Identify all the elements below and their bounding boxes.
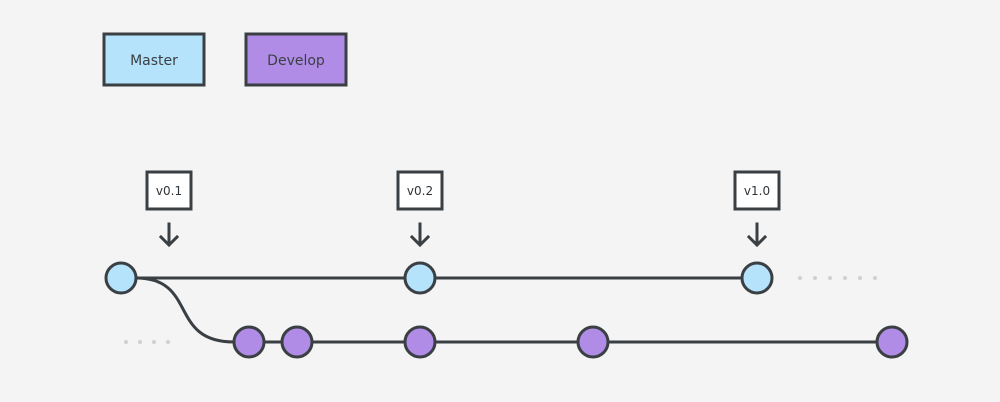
master-commit-node xyxy=(740,261,774,295)
tag-v0-1: v0.1 xyxy=(145,170,193,248)
dot-left-1 xyxy=(124,340,128,344)
arrow-down-icon xyxy=(409,222,431,248)
develop-branch-curve xyxy=(135,276,235,344)
dot-right-6 xyxy=(873,276,877,280)
arrow-down-icon xyxy=(746,222,768,248)
master-commits xyxy=(104,261,774,295)
legend-master-label: Master xyxy=(130,53,178,69)
arrow-down-icon xyxy=(158,222,180,248)
tag-v0-2-box xyxy=(396,170,444,211)
legend-master-box xyxy=(102,32,206,87)
develop-commits xyxy=(232,325,909,359)
tag-v1-0-label: v1.0 xyxy=(744,184,770,198)
legend-develop-box xyxy=(244,32,348,87)
continuation-dots xyxy=(124,276,877,344)
master-commit-node xyxy=(104,261,138,295)
dot-right-4 xyxy=(843,276,847,280)
version-tags: v0.1 v0.2 v1.0 xyxy=(145,170,781,248)
tag-v0-1-box xyxy=(145,170,193,211)
tag-v1-0-box xyxy=(733,170,781,211)
develop-commit-node xyxy=(232,325,266,359)
dot-left-4 xyxy=(166,340,170,344)
develop-commit-node xyxy=(280,325,314,359)
legend: Master Develop xyxy=(102,32,348,87)
tag-v0-2: v0.2 xyxy=(396,170,444,248)
dot-left-3 xyxy=(152,340,156,344)
dot-right-3 xyxy=(828,276,832,280)
tag-v1-0: v1.0 xyxy=(733,170,781,248)
tag-v0-1-label: v0.1 xyxy=(156,184,182,198)
dot-right-1 xyxy=(798,276,802,280)
branch-lines xyxy=(121,276,892,344)
dot-right-5 xyxy=(858,276,862,280)
dot-left-2 xyxy=(138,340,142,344)
develop-commit-node xyxy=(875,325,909,359)
legend-develop-label: Develop xyxy=(267,53,325,69)
dot-right-2 xyxy=(813,276,817,280)
tag-v0-2-label: v0.2 xyxy=(407,184,433,198)
develop-commit-node xyxy=(403,325,437,359)
develop-commit-node xyxy=(576,325,610,359)
master-commit-node xyxy=(403,261,437,295)
